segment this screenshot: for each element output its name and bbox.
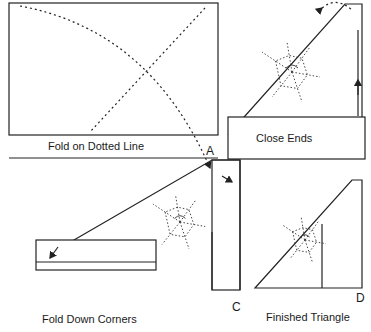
corner-strip [36,240,156,270]
web-strand [180,200,196,223]
panel-caption: Fold Down Corners [42,314,137,325]
panel-letter: C [232,301,241,313]
triangle-fold [228,4,362,135]
web-strand [283,225,306,240]
end-strip [228,117,365,159]
web-strand [180,222,205,227]
web-ring [293,228,317,253]
web-strand [180,222,189,249]
web-ring [276,56,308,89]
close-arrow-up [357,80,358,95]
panel-caption: Close Ends [256,133,312,144]
spider-body [301,235,310,237]
edge-line [36,261,156,262]
edge-line [357,30,358,116]
panel-caption: Fold on Dotted Line [48,141,144,152]
web-strand [162,222,180,245]
spider-body [286,65,298,68]
edge-line [211,232,212,290]
finished-triangle [255,180,362,288]
close-arrow [322,2,352,10]
fold-arrow [20,6,210,168]
corner-flap [212,160,240,290]
web-ring [165,207,194,237]
fold-arrow [50,247,58,258]
triangle-fold [36,160,240,290]
fold-line [90,8,205,132]
web-strand [287,42,292,72]
web-strand [176,195,181,222]
fold-line [321,224,322,288]
caption-rule [9,157,218,158]
spider-body [175,216,186,219]
web-strand [292,47,310,72]
panel-caption: Finished Triangle [266,312,350,323]
web-strand [272,72,292,97]
web-strand [305,240,313,263]
web-strand [301,218,305,241]
web-strand [305,221,319,240]
web-strand [292,72,302,102]
panel-letter: A [206,145,214,157]
fold-arrow [222,176,232,182]
web-strand [290,240,305,259]
panel-letter: D [356,292,365,304]
paper-sheet [9,3,218,135]
